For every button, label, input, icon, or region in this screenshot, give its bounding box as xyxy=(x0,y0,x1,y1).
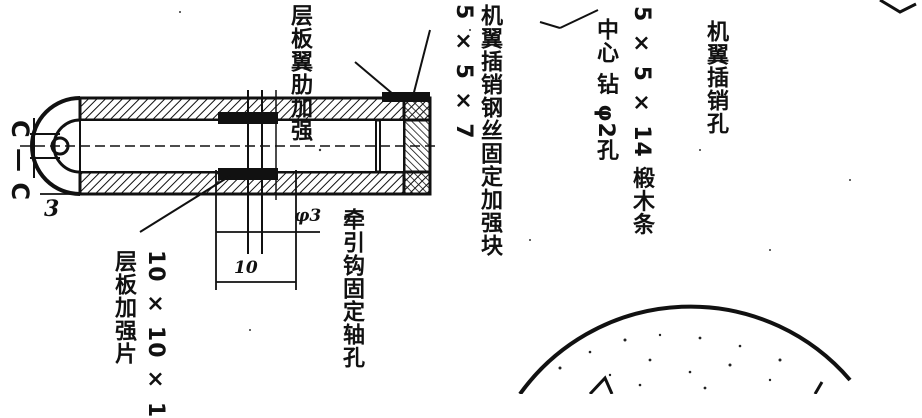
scan-speckle xyxy=(179,11,851,331)
rib-reinforce-label: 层板翼肋加强 xyxy=(287,4,312,142)
tube-section xyxy=(20,90,440,254)
size-1010-label: 10 × 10 × 1 xyxy=(143,250,168,418)
hook-axis-hole-label: 牵引钩固定轴孔 xyxy=(339,208,364,369)
circle-detail xyxy=(518,304,852,394)
corner-mark xyxy=(879,0,917,14)
section-label: C — C xyxy=(6,120,34,201)
technical-drawing: C — C 3 层板翼肋加强 5 × 5 × 7 机翼插销钢丝固定加强块 机翼插… xyxy=(6,0,917,418)
pin-hole-label: 机翼插销孔 xyxy=(703,20,728,135)
dimension-lines xyxy=(40,170,320,290)
drawing-linework xyxy=(20,0,917,394)
leader-lines xyxy=(139,9,599,233)
size-555-label: 5 × 5 × 7 xyxy=(451,4,476,140)
dimension-10: 10 xyxy=(234,258,258,278)
ply-plate-label: 层板加强片 xyxy=(111,250,136,365)
pin-fix-block-label: 机翼插销钢丝固定加强块 xyxy=(477,4,502,257)
strip-label: 5 × 5 × 14 椴木条 xyxy=(629,6,654,236)
section-number: 3 xyxy=(44,196,60,222)
center-drill-label: 中心 钻 φ2孔 xyxy=(593,18,618,162)
dimension-phi3: φ3 xyxy=(294,206,322,226)
